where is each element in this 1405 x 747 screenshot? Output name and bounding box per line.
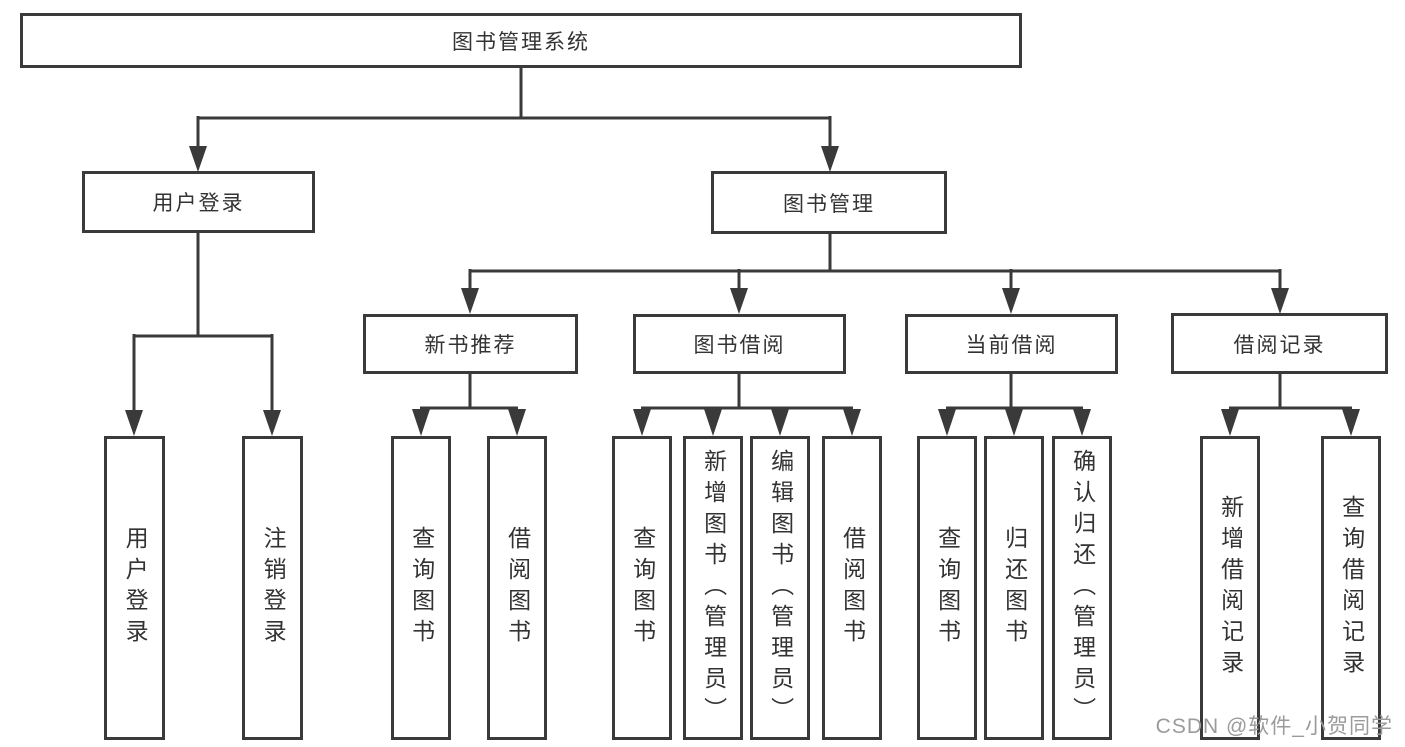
leaf-new-books-borrow-books: 借阅图书 <box>487 436 547 740</box>
leaf-confirm-return-admin: 确认归还（管理员） <box>1052 436 1112 740</box>
leaf-new-books-query-books-label: 查询图书 <box>408 526 435 650</box>
node-library-system: 图书管理系统 <box>20 13 1022 68</box>
leaf-query-borrow-record-label: 查询借阅记录 <box>1338 495 1365 681</box>
leaf-borrowing-borrow-books: 借阅图书 <box>822 436 882 740</box>
leaf-add-books-admin: 新增图书（管理员） <box>683 436 743 740</box>
leaf-confirm-return-admin-label: 确认归还（管理员） <box>1069 448 1096 728</box>
leaf-borrowing-borrow-books-label: 借阅图书 <box>839 526 866 650</box>
leaf-borrowing-query-books-label: 查询图书 <box>629 526 656 650</box>
leaf-new-books-query-books: 查询图书 <box>391 436 451 740</box>
node-book-management: 图书管理 <box>711 171 947 234</box>
leaf-user-login-label: 用户登录 <box>122 526 149 650</box>
node-new-book-recommend-label: 新书推荐 <box>424 334 517 357</box>
leaf-logout-label: 注销登录 <box>260 526 287 650</box>
leaf-add-borrow-record-label: 新增借阅记录 <box>1217 495 1244 681</box>
leaf-add-books-admin-label: 新增图书（管理员） <box>700 448 727 728</box>
leaf-current-query-books: 查询图书 <box>917 436 977 740</box>
leaf-return-books-label: 归还图书 <box>1001 526 1028 650</box>
leaf-new-books-borrow-books-label: 借阅图书 <box>504 526 531 650</box>
node-borrowing-records: 借阅记录 <box>1171 313 1388 374</box>
node-current-borrowing-label: 当前借阅 <box>965 334 1058 357</box>
node-library-system-label: 图书管理系统 <box>452 30 590 54</box>
node-user-login-label: 用户登录 <box>152 192 245 215</box>
node-book-borrowing-label: 图书借阅 <box>693 334 786 357</box>
node-new-book-recommend: 新书推荐 <box>363 314 578 374</box>
csdn-watermark: CSDN @软件_小贺同学 <box>1155 715 1393 738</box>
node-book-management-label: 图书管理 <box>783 192 875 216</box>
leaf-query-borrow-record: 查询借阅记录 <box>1321 436 1381 740</box>
leaf-logout: 注销登录 <box>242 436 303 740</box>
leaf-edit-books-admin-label: 编辑图书（管理员） <box>767 448 794 728</box>
leaf-user-login: 用户登录 <box>104 436 165 740</box>
node-current-borrowing: 当前借阅 <box>905 314 1118 374</box>
leaf-add-borrow-record: 新增借阅记录 <box>1200 436 1260 740</box>
leaf-current-query-books-label: 查询图书 <box>934 526 961 650</box>
node-book-borrowing: 图书借阅 <box>633 314 846 374</box>
leaf-return-books: 归还图书 <box>984 436 1044 740</box>
node-borrowing-records-label: 借阅记录 <box>1233 333 1326 357</box>
leaf-edit-books-admin: 编辑图书（管理员） <box>750 436 810 740</box>
node-user-login: 用户登录 <box>82 171 315 233</box>
leaf-borrowing-query-books: 查询图书 <box>612 436 672 740</box>
